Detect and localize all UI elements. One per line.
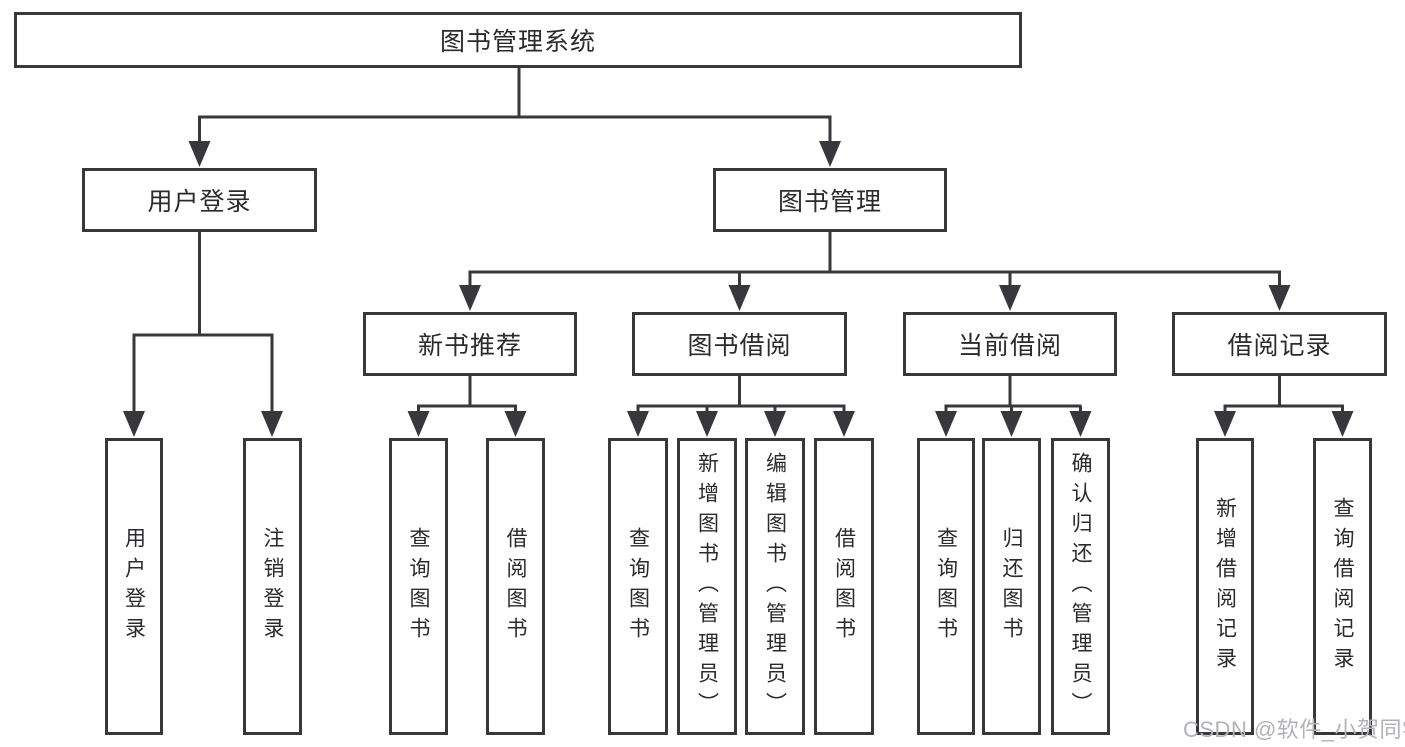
node-library-management-system: 图书管理系统 [14, 12, 1022, 68]
leaf-query-books-current-label: 查询图书 [934, 526, 958, 647]
leaf-query-borrow-record: 查询借阅记录 [1313, 438, 1372, 735]
leaf-query-books-current: 查询图书 [917, 438, 975, 735]
leaf-borrow-books: 借阅图书 [814, 438, 874, 735]
leaf-borrow-books-recommend-label: 借阅图书 [504, 526, 527, 647]
node-book-management-label: 图书管理 [777, 188, 882, 216]
leaf-return-books: 归还图书 [982, 438, 1041, 735]
arrowhead [261, 411, 283, 437]
arrowhead [1331, 411, 1354, 437]
node-user-login: 用户登录 [82, 168, 317, 232]
arrowhead [696, 411, 718, 437]
watermark: CSDN @软件_小贺同学 [1183, 717, 1405, 742]
node-user-login-label: 用户登录 [147, 188, 252, 216]
arrowhead [1000, 411, 1023, 437]
node-borrowing-records: 借阅记录 [1172, 312, 1387, 376]
arrowhead [123, 411, 145, 437]
node-book-borrowing-label: 图书借阅 [687, 332, 792, 360]
leaf-query-books-borrow-label: 查询图书 [626, 526, 650, 647]
leaf-return-books-label: 归还图书 [1000, 526, 1023, 647]
arrowhead [1069, 411, 1092, 437]
arrowhead [728, 285, 751, 311]
leaf-borrow-books-recommend: 借阅图书 [486, 438, 545, 735]
leaf-edit-books-admin: 编辑图书（管理员） [745, 438, 805, 735]
arrowhead [819, 141, 841, 167]
leaf-confirm-return-admin: 确认归还（管理员） [1051, 438, 1110, 735]
arrowhead [833, 411, 855, 437]
leaf-add-borrow-record: 新增借阅记录 [1196, 438, 1254, 735]
leaf-logout: 注销登录 [243, 438, 302, 735]
node-book-management: 图书管理 [713, 168, 947, 232]
node-current-borrowing: 当前借阅 [903, 312, 1117, 376]
arrowhead [764, 411, 786, 437]
arrowhead [999, 285, 1021, 311]
leaf-add-borrow-record-label: 新增借阅记录 [1213, 496, 1237, 677]
node-new-book-recommendation: 新书推荐 [363, 312, 577, 376]
leaf-query-books-recommend: 查询图书 [389, 438, 448, 735]
leaf-confirm-return-admin-label: 确认归还（管理员） [1069, 451, 1092, 722]
leaf-edit-books-admin-label: 编辑图书（管理员） [763, 451, 787, 722]
arrowhead [459, 285, 481, 311]
node-new-book-recommendation-label: 新书推荐 [417, 332, 522, 360]
arrowhead [1268, 285, 1291, 311]
arrowhead [407, 411, 430, 437]
node-borrowing-records-label: 借阅记录 [1227, 332, 1332, 360]
node-library-management-system-label: 图书管理系统 [439, 28, 596, 56]
arrowhead [188, 141, 211, 167]
leaf-query-books-recommend-label: 查询图书 [407, 526, 430, 647]
arrowhead [1214, 411, 1236, 437]
node-book-borrowing: 图书借阅 [632, 312, 847, 376]
leaf-add-books-admin-label: 新增图书（管理员） [695, 451, 719, 722]
arrowhead [504, 411, 527, 437]
leaf-query-books-borrow: 查询图书 [608, 438, 668, 735]
leaf-user-login: 用户登录 [105, 438, 163, 735]
leaf-query-borrow-record-label: 查询借阅记录 [1331, 496, 1354, 677]
leaf-add-books-admin: 新增图书（管理员） [677, 438, 737, 735]
node-current-borrowing-label: 当前借阅 [957, 332, 1062, 360]
arrowhead [935, 411, 957, 437]
arrowhead [627, 411, 649, 437]
leaf-borrow-books-label: 借阅图书 [832, 526, 856, 647]
leaf-logout-label: 注销登录 [261, 526, 284, 647]
leaf-user-login-label: 用户登录 [122, 526, 146, 647]
